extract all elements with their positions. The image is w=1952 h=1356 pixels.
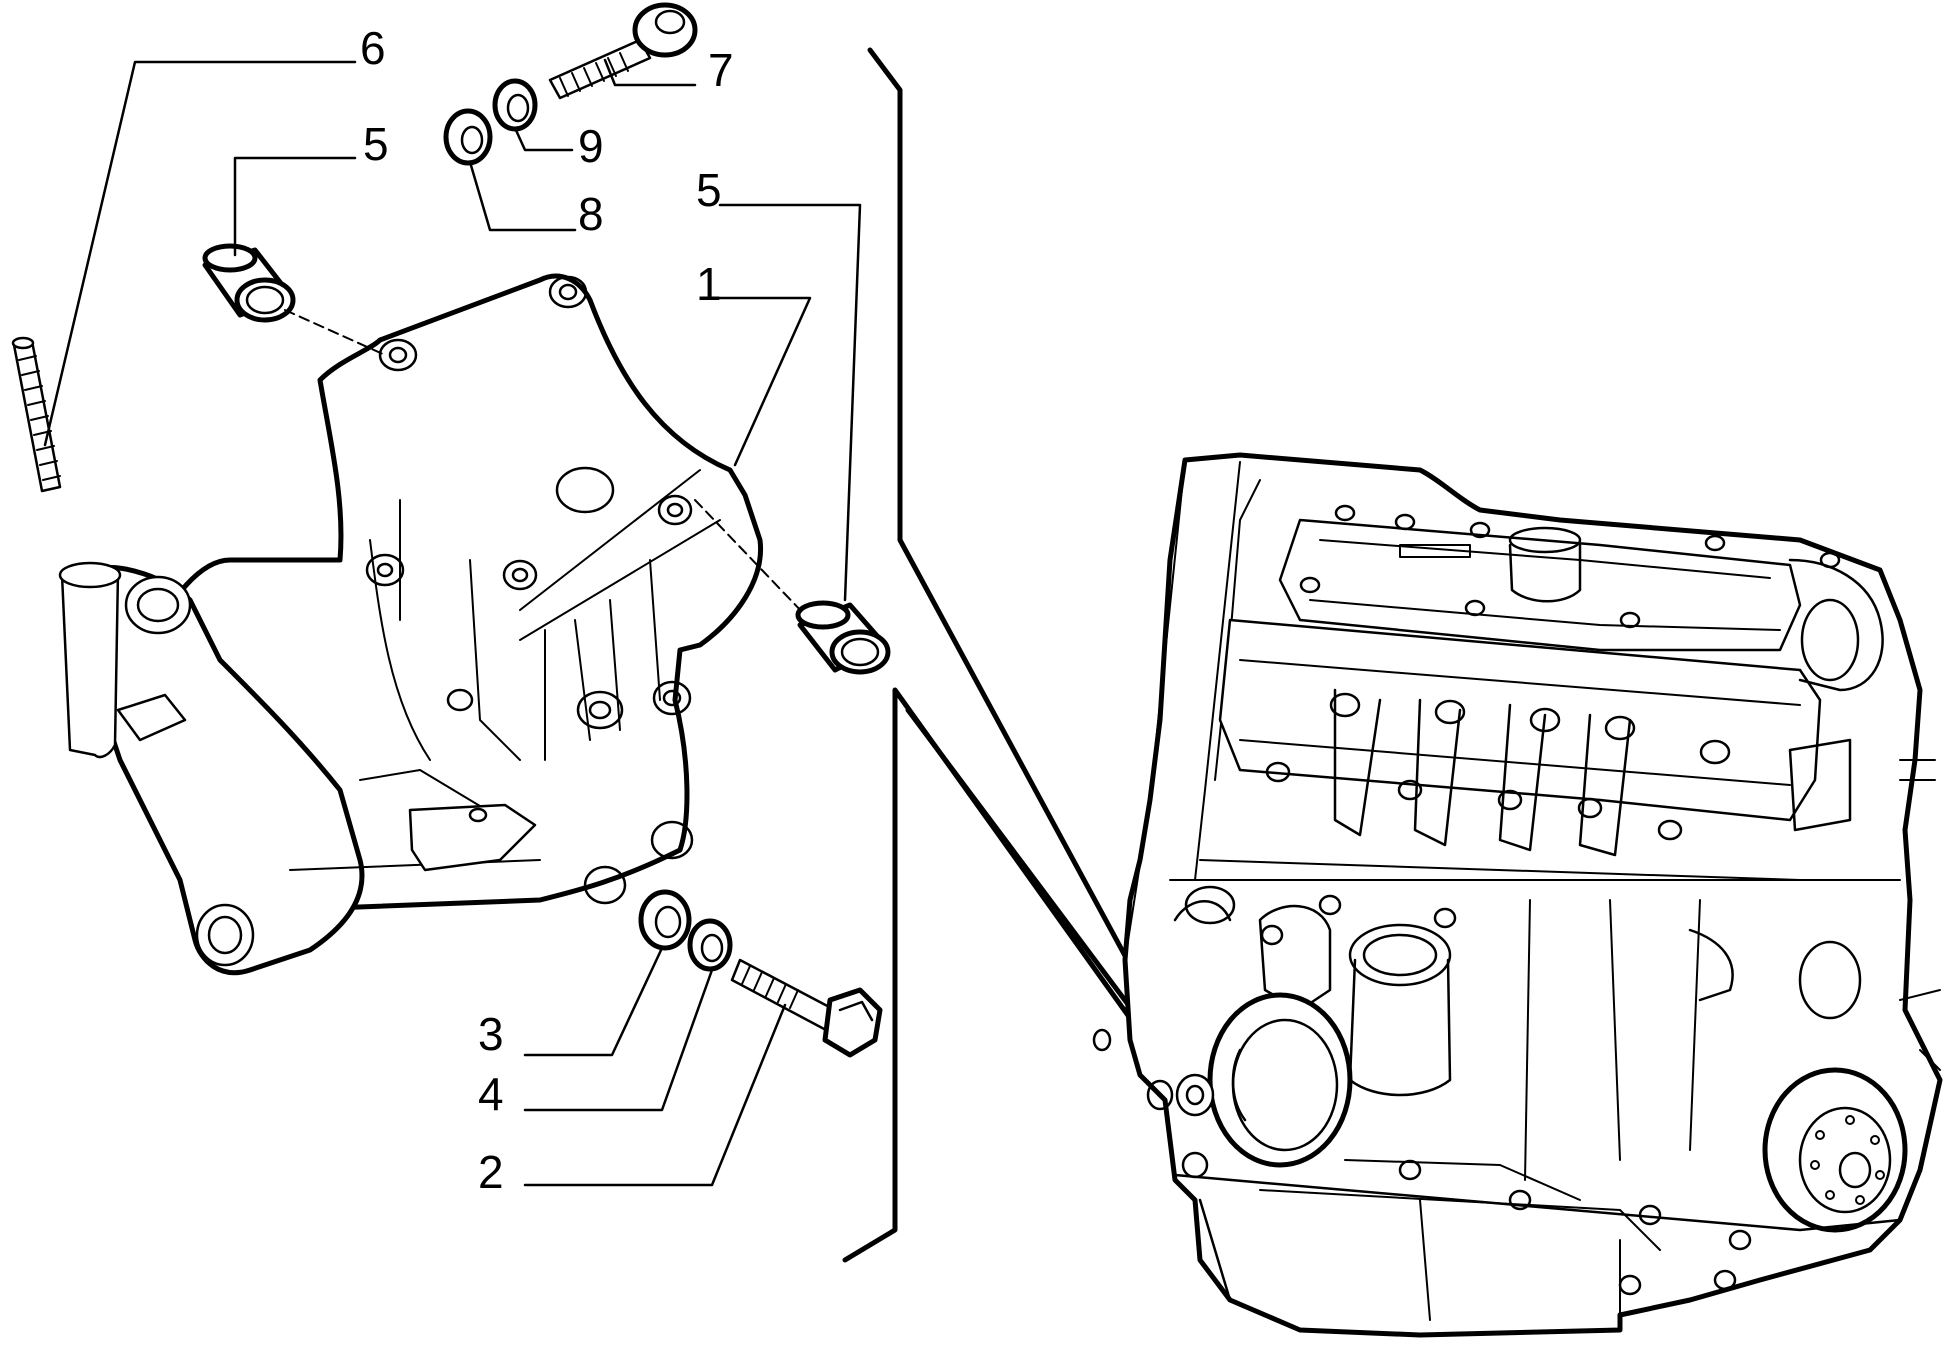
threaded-stud-part-6 [11,336,62,493]
callout-2: 2 [478,1146,504,1198]
engine-mount-bracket [58,273,764,976]
lock-washer-part-4 [687,918,733,972]
bolt-part-7 [548,2,698,100]
bolt-part-2 [730,958,883,1058]
callout-9: 9 [578,120,604,172]
callout-5-lower: 5 [696,164,722,216]
bushing-part-5-lower [694,499,891,675]
callout-labels: 6 5 7 9 8 5 1 3 4 2 [360,22,734,1198]
callout-5-upper: 5 [363,118,389,170]
callout-6: 6 [360,22,386,74]
engine-block-illustration [1092,452,1943,1338]
flat-washer-part-3 [638,889,692,951]
flat-washer-part-8 [443,108,493,166]
leader-lines [43,58,862,1187]
bushing-part-5-upper [202,243,386,356]
callout-4: 4 [478,1068,504,1120]
callout-1: 1 [696,258,722,310]
callout-3: 3 [478,1008,504,1060]
lock-washer-part-9 [492,78,538,132]
callout-8: 8 [578,188,604,240]
callout-7: 7 [708,44,734,96]
